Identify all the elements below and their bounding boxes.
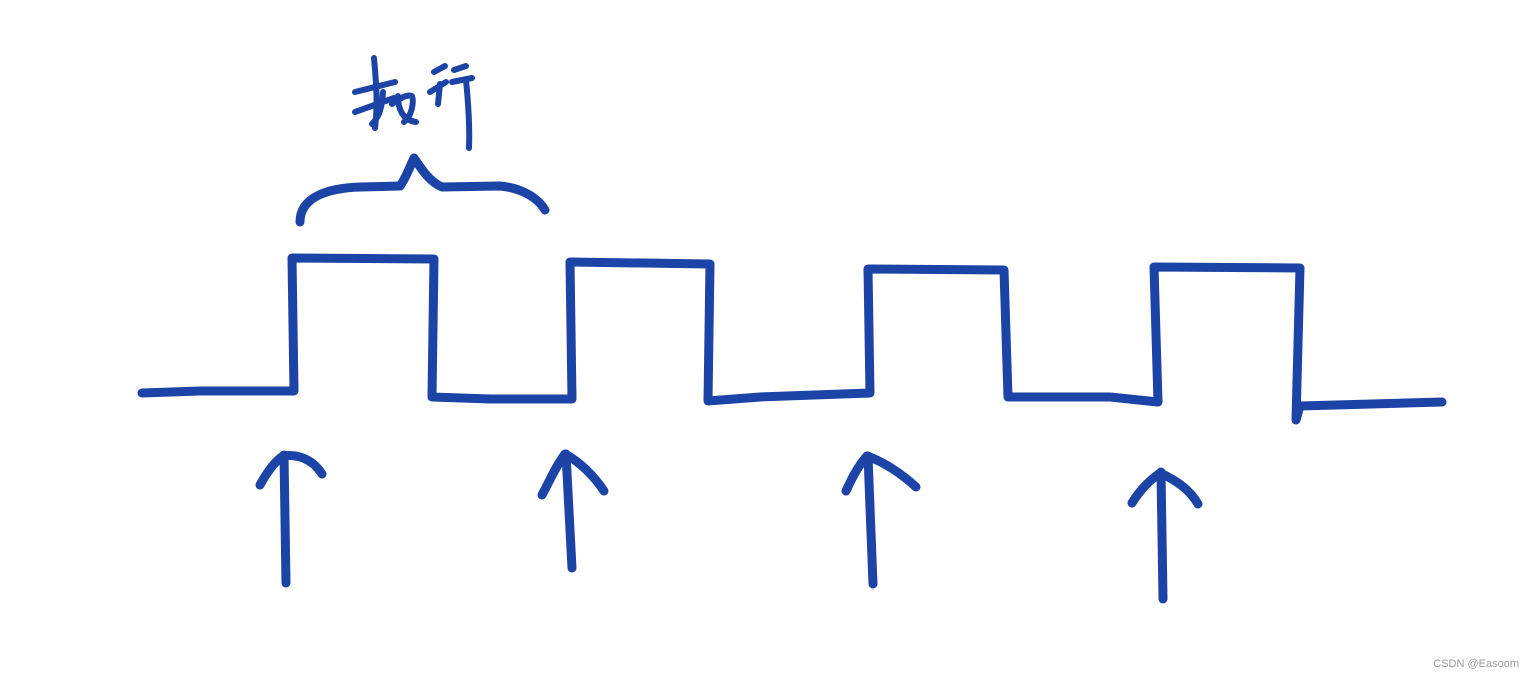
watermark: CSDN @Easoom bbox=[1433, 658, 1519, 670]
square-wave-signal bbox=[137, 253, 1447, 425]
rising-edge-arrow-1 bbox=[255, 450, 327, 588]
rising-edge-arrow-3 bbox=[841, 451, 921, 589]
rising-edge-arrow-2 bbox=[537, 449, 609, 573]
rising-edge-arrow-4 bbox=[1127, 467, 1203, 604]
curly-brace bbox=[295, 153, 550, 227]
execute-label bbox=[352, 55, 475, 151]
